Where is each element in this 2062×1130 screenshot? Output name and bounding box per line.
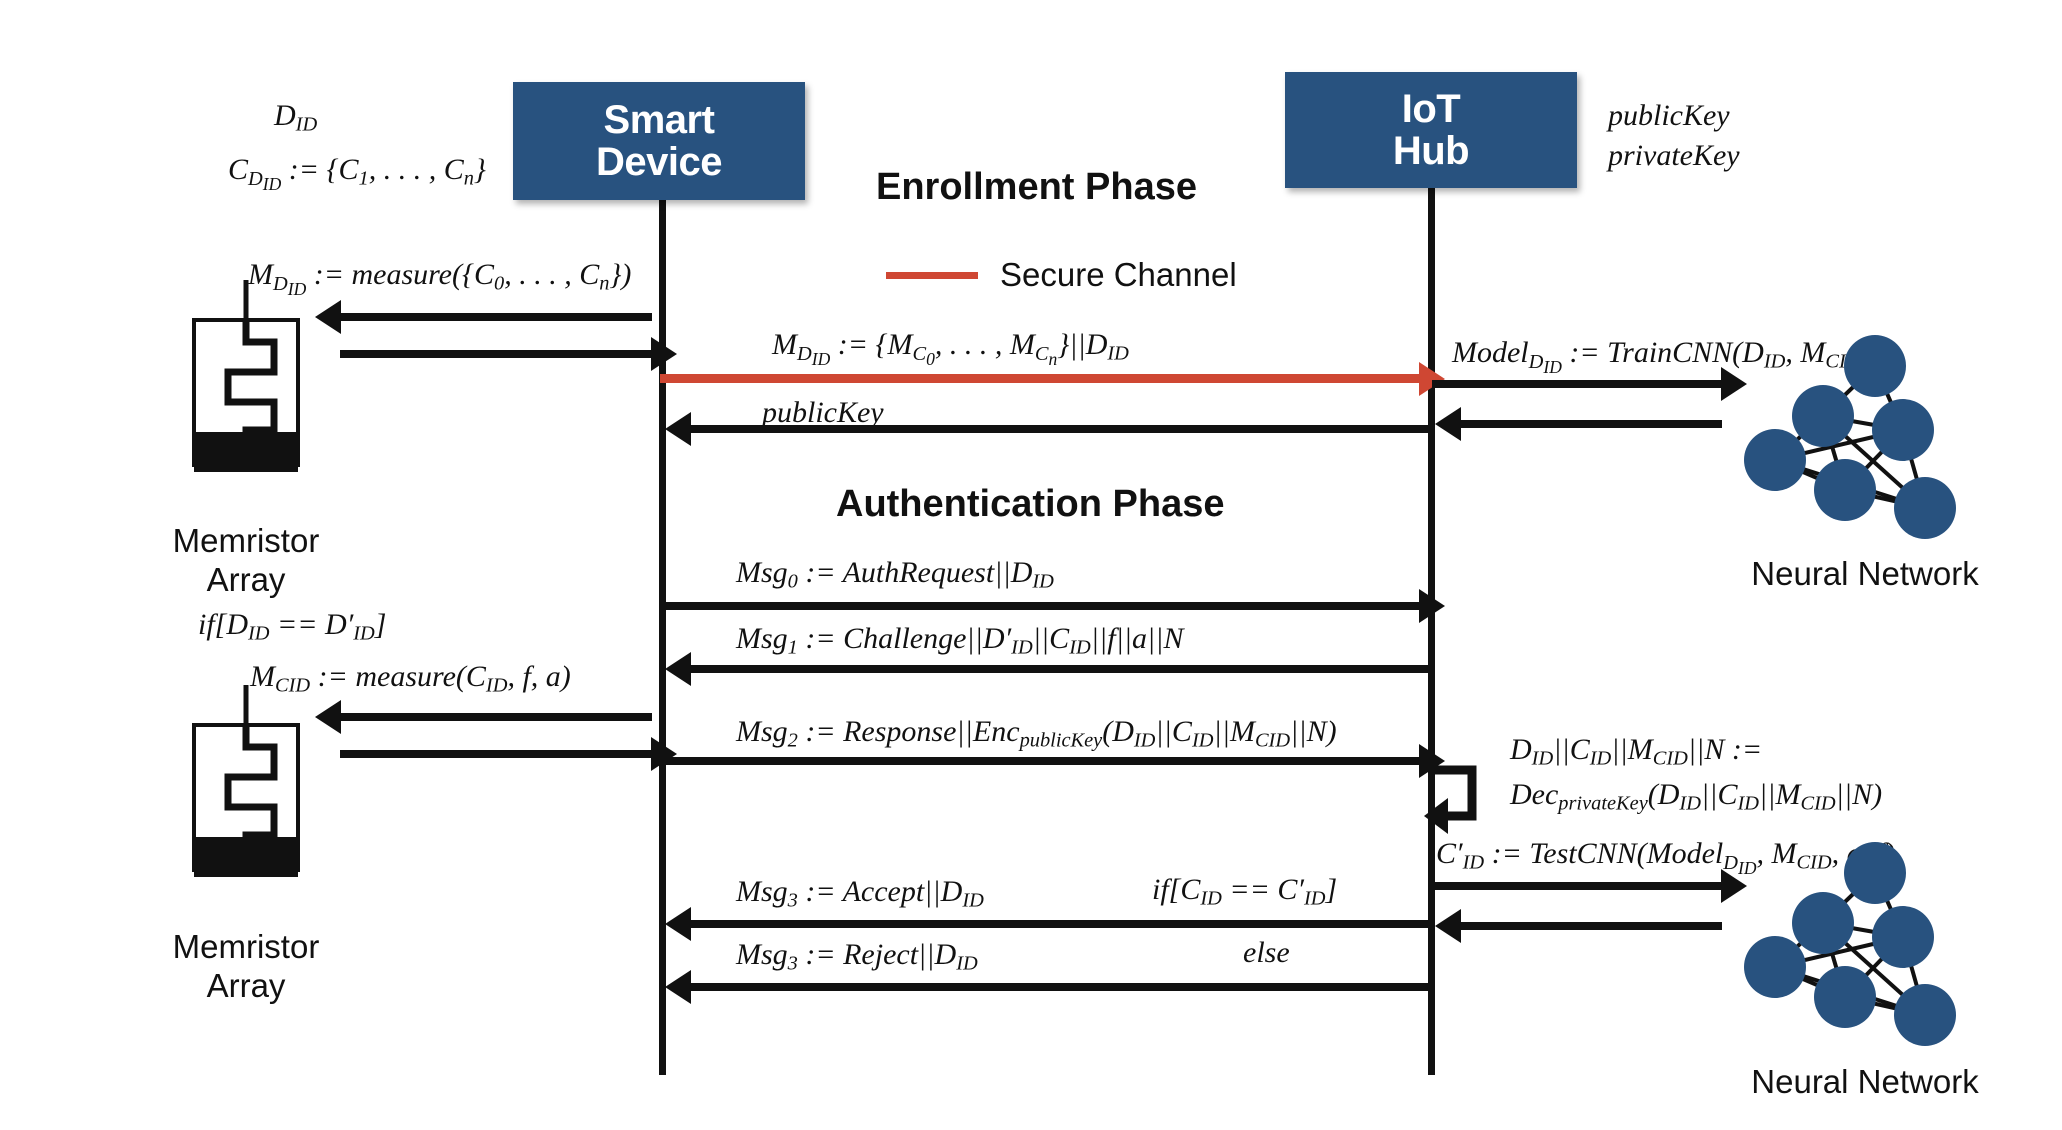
annotation-if-device-match: if[DID == D′ID] xyxy=(198,608,387,645)
actor-iot-hub[interactable]: IoT Hub xyxy=(1285,72,1577,188)
annotation-test-cnn: C′ID := TestCNN(ModelDID, MCID, a, f) xyxy=(1436,837,1895,878)
memristor-array-symbol-1 xyxy=(192,280,300,472)
annotation-public-key: publicKey xyxy=(1608,99,1730,132)
arrow-msg3-reject-hub-to-device xyxy=(690,983,1428,991)
lifeline-smart-device xyxy=(659,190,666,1075)
arrow-msg1-hub-to-device xyxy=(690,665,1428,673)
arrow-neural-network-to-hub-1 xyxy=(1460,420,1722,428)
phase-title-authentication: Authentication Phase xyxy=(836,483,1225,525)
condition-if-challenge-match: if[CID == C′ID] xyxy=(1152,873,1338,910)
message-msg1: Msg1 := Challenge||D′ID||CID||f||a||N xyxy=(736,622,1184,659)
arrow-hub-to-neural-network-2 xyxy=(1432,882,1722,890)
lifeline-iot-hub xyxy=(1428,180,1435,1075)
arrow-hub-to-neural-network-1 xyxy=(1432,380,1722,388)
annotation-measure-enrollment: MDID := measure({C0, . . . , Cn}) xyxy=(248,258,632,299)
annotation-measure-auth: MCID := measure(CID, f, a) xyxy=(250,660,571,697)
message-msg0: Msg0 := AuthRequest||DID xyxy=(736,556,1054,593)
neural-network-label-1: Neural Network xyxy=(1751,555,1979,592)
annotation-train-cnn: ModelDID := TrainCNN(DID, MCID) xyxy=(1452,336,1871,377)
arrow-memristor-to-device-2 xyxy=(340,750,652,758)
actor-smart-device[interactable]: Smart Device xyxy=(513,82,805,200)
message-msg3-accept: Msg3 := Accept||DID xyxy=(736,875,984,912)
phase-title-enrollment: Enrollment Phase xyxy=(876,166,1197,208)
arrow-hub-to-device-public-key xyxy=(690,425,1428,433)
arrow-device-to-memristor-2 xyxy=(340,713,652,721)
arrow-secure-channel-device-to-hub xyxy=(660,374,1420,383)
actor-smart-device-label: Smart Device xyxy=(596,98,722,184)
arrow-neural-network-to-hub-2 xyxy=(1460,922,1722,930)
legend-secure-channel-line xyxy=(886,272,978,279)
arrow-msg3-accept-hub-to-device xyxy=(690,920,1428,928)
arrow-msg0-device-to-hub xyxy=(660,602,1420,610)
annotation-device-id: DID xyxy=(274,99,318,136)
condition-else: else xyxy=(1243,936,1290,969)
self-loop-decrypt-arrow xyxy=(1424,765,1477,834)
legend-secure-channel-label: Secure Channel xyxy=(1000,256,1237,293)
message-public-key: publicKey xyxy=(762,396,884,429)
message-msg2: Msg2 := Response||EncpublicKey(DID||CID|… xyxy=(736,715,1337,752)
annotation-decrypt-rhs: DecprivateKey(DID||CID||MCID||N) xyxy=(1510,778,1883,815)
actor-iot-hub-label: IoT Hub xyxy=(1392,87,1470,173)
message-enrollment-payload: MDID := {MC0, . . . , MCn}||DID xyxy=(772,328,1129,369)
memristor-array-symbol-2 xyxy=(192,685,300,877)
neural-network-label-2: Neural Network xyxy=(1751,1063,1979,1100)
memristor-array-label-2: Memristor Array xyxy=(172,928,320,1004)
annotation-private-key: privateKey xyxy=(1608,139,1740,172)
neural-network-graphic-2 xyxy=(1744,842,1956,1046)
arrow-memristor-to-device-1 xyxy=(340,350,652,358)
arrow-msg2-device-to-hub xyxy=(660,757,1420,765)
memristor-array-label-1: Memristor Array xyxy=(172,522,320,598)
neural-network-graphic-1 xyxy=(1744,335,1956,539)
message-msg3-reject: Msg3 := Reject||DID xyxy=(736,938,978,975)
annotation-decrypt-lhs: DID||CID||MCID||N := xyxy=(1510,733,1763,770)
arrow-device-to-memristor-1 xyxy=(340,313,652,321)
annotation-challenge-set: CDID := {C1, . . . , Cn} xyxy=(228,153,486,194)
